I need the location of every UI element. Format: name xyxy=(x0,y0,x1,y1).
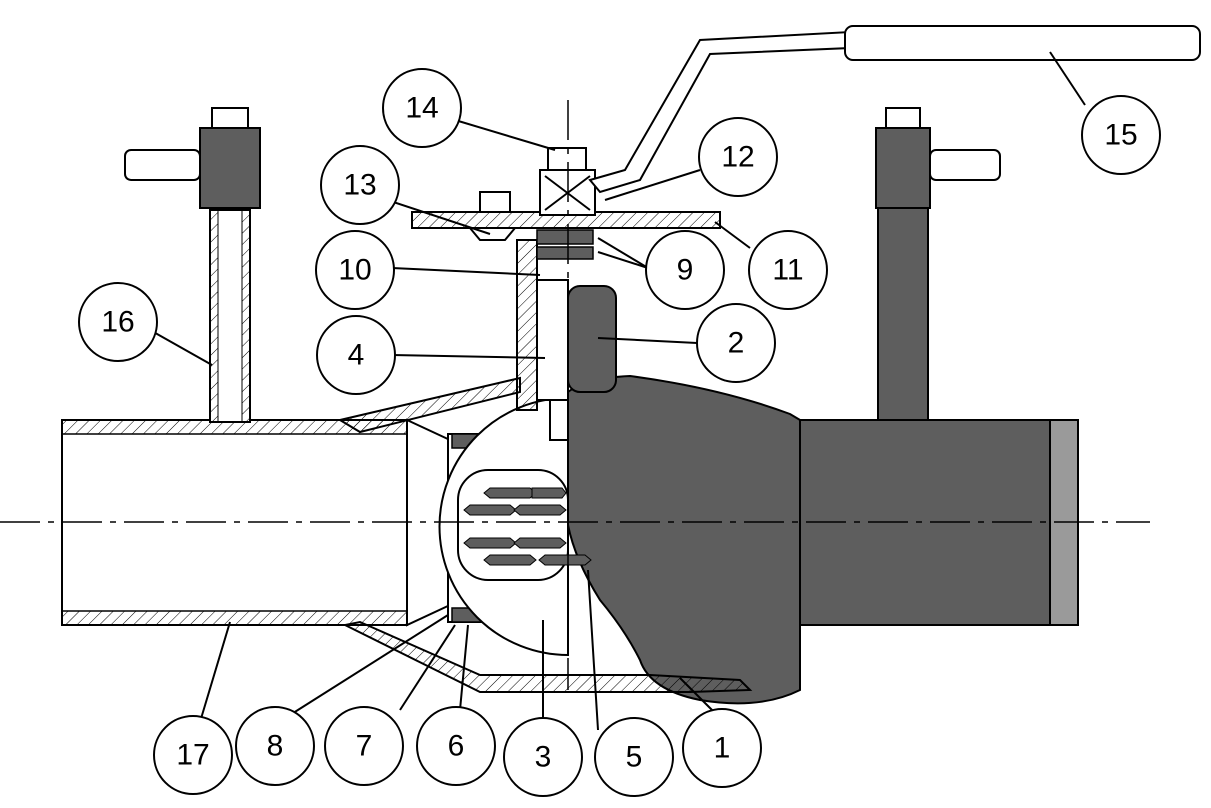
body-lower-shell xyxy=(341,620,753,693)
callout-7: 7 xyxy=(324,706,404,786)
callout-4-label: 4 xyxy=(348,339,365,372)
callout-12-label: 12 xyxy=(721,141,754,174)
callout-5: 5 xyxy=(594,717,674,797)
callout-9: 9 xyxy=(645,230,725,310)
callout-13: 13 xyxy=(320,145,400,225)
callout-15: 15 xyxy=(1081,95,1161,175)
stem-seal-lower xyxy=(536,246,594,260)
right-drain-pipe xyxy=(877,207,929,421)
callout-4: 4 xyxy=(316,315,396,395)
callout-6: 6 xyxy=(416,706,496,786)
ball-perforations xyxy=(463,487,592,566)
callout-17-label: 17 xyxy=(176,739,209,772)
callout-11: 11 xyxy=(748,230,828,310)
left-drain-pipe-wall-l xyxy=(209,209,219,423)
callout-16: 16 xyxy=(78,282,158,362)
callout-2: 2 xyxy=(696,303,776,383)
left-drain-valve-body xyxy=(199,127,261,209)
handle-grip xyxy=(844,25,1201,61)
callout-14: 14 xyxy=(382,68,462,148)
callout-17: 17 xyxy=(153,715,233,795)
stem-seal-upper xyxy=(536,229,594,245)
left-drain-nozzle xyxy=(124,149,201,181)
stem-housing-section xyxy=(516,239,538,411)
leader-lines xyxy=(149,51,1086,731)
right-drain-valve-cap xyxy=(885,107,921,129)
callout-3: 3 xyxy=(503,717,583,797)
callout-1: 1 xyxy=(682,708,762,788)
callout-12: 12 xyxy=(698,117,778,197)
stop-block xyxy=(479,191,511,213)
callout-3-label: 3 xyxy=(535,741,552,774)
callout-9-label: 9 xyxy=(677,254,694,287)
callout-10-label: 10 xyxy=(338,254,371,287)
callout-1-label: 1 xyxy=(714,732,731,765)
callout-11-label: 11 xyxy=(772,254,803,287)
callout-15-label: 15 xyxy=(1104,119,1137,152)
callout-6-label: 6 xyxy=(448,730,465,763)
left-drain-pipe-wall-r xyxy=(241,209,251,423)
callout-13-label: 13 xyxy=(343,169,376,202)
stem-lower-neck xyxy=(549,399,569,441)
callout-2-label: 2 xyxy=(728,327,745,360)
callout-14-label: 14 xyxy=(405,92,438,125)
stem-nut xyxy=(547,147,587,171)
right-drain-valve-body xyxy=(875,127,931,209)
callout-8: 8 xyxy=(235,706,315,786)
callout-8-label: 8 xyxy=(267,730,284,763)
left-drain-valve-cap xyxy=(211,107,249,129)
callout-16-label: 16 xyxy=(101,306,134,339)
valve-body-exterior xyxy=(567,374,801,705)
callout-7-label: 7 xyxy=(356,730,373,763)
callout-5-label: 5 xyxy=(626,741,643,774)
stem xyxy=(536,279,569,401)
right-drain-nozzle xyxy=(929,149,1001,181)
callout-10: 10 xyxy=(315,230,395,310)
